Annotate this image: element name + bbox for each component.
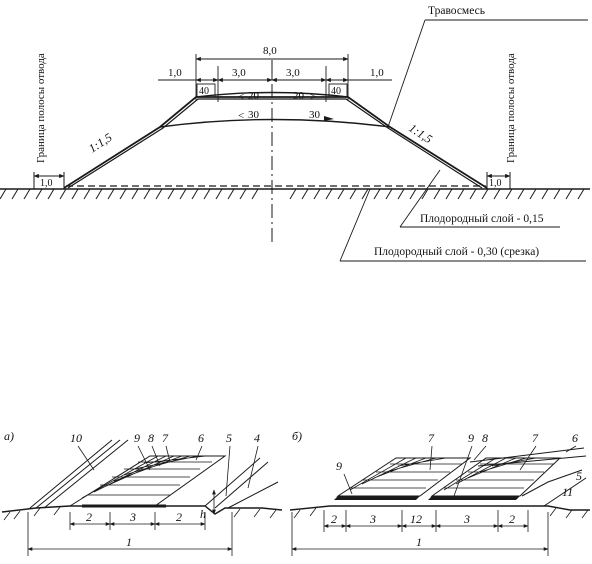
cross-slope-lower-left: 30 [248,109,260,121]
boundary-label-right: Граница полосы отвода [505,53,517,163]
panel-b-callout-9-side: 9 [336,459,342,473]
embankment-topsoil [67,98,483,189]
panel-a-overall: 1 [126,535,132,549]
edge-dim-left: 40 [199,86,209,97]
fertile-layer-2-leader [339,188,371,262]
panel-a-callout-10: 10 [70,431,82,445]
panel-a-cell-cross [88,461,212,496]
panel-a-cell-field [68,455,227,507]
panel-a-dim-1: 2 [86,510,92,524]
panel-b-cell-lines-right [443,457,554,491]
panel-a-callout-5: 5 [226,431,232,445]
shoulder-dim-left: 1,0 [168,67,182,79]
lane-dim-left: 3,0 [232,67,246,79]
grass-mix-label: Травосмесь [428,5,485,17]
panel-b-base-left [334,496,420,500]
panel-a-leaders [77,445,259,497]
panel-a-dim-2: 3 [129,510,136,524]
panel-b: б) 7 9 8 7 6 9 5 11 2 [289,429,590,556]
base-layer [159,118,391,128]
cross-slope-lower-right: 30 [309,109,321,121]
panel-b-callout-9: 9 [468,431,474,445]
edge-dim-right: 40 [331,86,341,97]
panel-a-ground [1,505,283,515]
panel-b-callout-8: 8 [482,431,488,445]
panel-a-label: а) [4,429,14,443]
panel-a-dim-3: 2 [176,510,182,524]
cross-slope-upper-right: 20 [293,90,305,102]
panel-a-callout-6: 6 [198,431,204,445]
grass-mix-leader [387,19,426,128]
panel-b-embankment [521,469,587,507]
panel-b-callout-6: 6 [572,431,578,445]
ground-hatching [0,188,585,200]
panel-b-callout-7b: 7 [532,431,539,445]
panel-b-dim-2: 3 [369,512,376,526]
panel-b-overall: 1 [416,535,422,549]
panel-b-callout-11: 11 [562,485,573,499]
panel-b-label: б) [292,429,302,443]
panel-b-dim-4: 3 [463,512,470,526]
panel-a-strip-10 [29,439,129,509]
panel-b-leaders [343,445,577,497]
panel-b-dim-1: 2 [331,512,337,526]
cross-slope-upper-left: 20 [248,90,260,102]
panel-b-ground [289,505,590,511]
panel-a-hatch [3,506,277,521]
panel-a-strips-right [204,457,279,509]
total-width-dim: 8,0 [263,45,277,57]
slope-upper-left-arrow: < [238,91,244,103]
panel-a-callout-8: 8 [148,431,154,445]
berm-dim-right: 1,0 [489,178,502,189]
panel-b-callout-5: 5 [576,469,582,483]
panel-b-dim-5: 2 [509,512,515,526]
panel-a-callout-9: 9 [134,431,140,445]
boundary-label-left: Граница полосы отвода [35,53,47,163]
fertile-layer-2-label: Плодородный слой - 0,30 (срезка) [374,246,539,258]
road-cross-section: 1:1,5 1:1,5 Граница полосы отвода Границ… [0,5,590,262]
slope-label-left: 1:1,5 [86,130,115,155]
berm-dim-left: 1,0 [40,178,53,189]
panel-b-callout-7a: 7 [428,431,435,445]
slope-upper-right-arrow: > [310,91,316,103]
lane-dim-right: 3,0 [286,67,300,79]
fertile-layer-1-leader [399,169,441,228]
fertile-layer-1-label: Плодородный слой - 0,15 [420,213,544,225]
panel-a-callout-4: 4 [254,431,260,445]
panel-a: а) 10 9 8 7 6 5 4 2 3 2 h [1,429,283,556]
panel-a-callout-7: 7 [162,431,169,445]
slope-lower-left-arrow: < [238,110,244,122]
panel-b-dim-3: 12 [410,512,422,526]
panel-b-cell-lines-left [349,457,462,491]
slope-lower-right-arrow [324,116,334,121]
panel-b-hatch [293,507,589,519]
panel-a-depth: h [200,507,206,521]
shoulder-dim-right: 1,0 [370,67,384,79]
panel-b-base-right [428,496,520,500]
